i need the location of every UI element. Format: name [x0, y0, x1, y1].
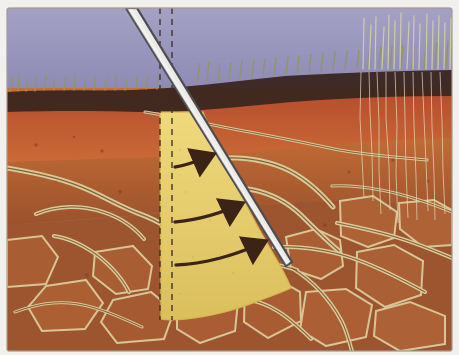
soil-cross-section-diagram — [0, 0, 459, 355]
diagram-canvas — [0, 0, 459, 355]
